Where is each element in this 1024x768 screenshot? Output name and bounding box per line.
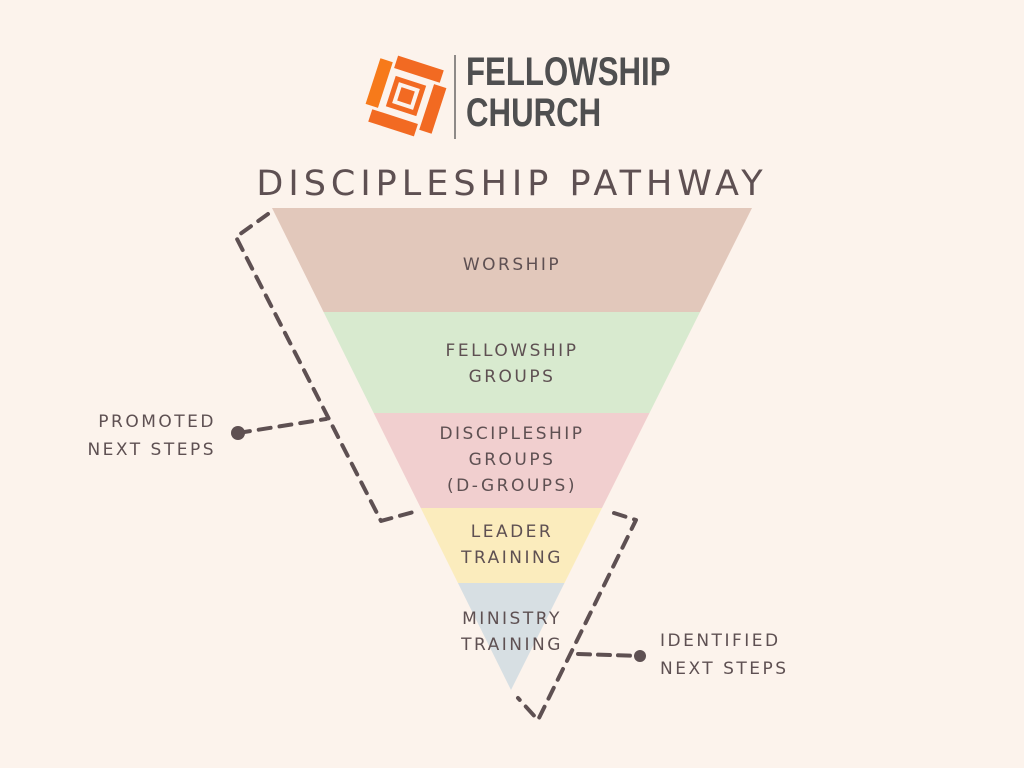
identified-connector — [576, 652, 642, 658]
promoted-connector-dot — [231, 426, 245, 440]
logo-bar-right — [419, 84, 447, 134]
logo-wordmark: FELLOWSHIP CHURCH — [466, 52, 671, 134]
identified-bracket — [516, 511, 638, 722]
tier-label-leader-training: LEADER TRAINING — [461, 519, 563, 571]
tier-label-worship: WORSHIP — [463, 252, 561, 278]
tier-label-discipleship-groups: DISCIPLESHIP GROUPS (D-GROUPS) — [439, 421, 584, 499]
logo-bar-bottom — [368, 109, 418, 137]
tier-label-line: GROUPS — [468, 450, 556, 470]
page-title: DISCIPLESHIP PATHWAY — [256, 164, 768, 204]
logo-line-1: FELLOWSHIP — [466, 50, 671, 94]
promoted-bracket — [234, 212, 419, 523]
logo-divider — [454, 55, 456, 139]
funnel-tier-ministry-training — [457, 583, 565, 690]
promoted-next-steps-label: PROMOTED NEXT STEPS — [60, 408, 216, 464]
funnel-tier-worship — [272, 208, 752, 312]
tier-label-line: FELLOWSHIP — [445, 341, 579, 361]
tier-label-line: (D-GROUPS) — [447, 476, 577, 496]
logo-line-2: CHURCH — [466, 91, 602, 135]
promoted-connector — [236, 417, 328, 435]
callout-line: IDENTIFIED — [660, 631, 781, 651]
funnel-tier-leader-training — [420, 508, 602, 583]
tier-label-fellowship-groups: FELLOWSHIP GROUPS — [446, 338, 579, 390]
identified-connector-dot — [634, 650, 646, 662]
fellowship-church-logo-icon — [365, 55, 447, 137]
tier-label-line: TRAINING — [461, 548, 563, 568]
callout-line: NEXT STEPS — [87, 440, 216, 460]
tier-label-line: MINISTRY — [462, 609, 562, 629]
callout-line: NEXT STEPS — [660, 659, 789, 679]
tier-label-line: TRAINING — [461, 635, 563, 655]
logo-center-square — [397, 87, 415, 105]
callout-line: PROMOTED — [98, 412, 216, 432]
funnel-tier-discipleship-groups — [373, 413, 650, 508]
tier-label-line: WORSHIP — [462, 255, 562, 275]
logo-bar-top — [394, 55, 444, 83]
tier-label-line: LEADER — [470, 522, 554, 542]
identified-next-steps-label: IDENTIFIED NEXT STEPS — [660, 627, 789, 683]
logo-bar-left — [365, 58, 393, 108]
funnel-tier-fellowship-groups — [323, 312, 700, 413]
tier-label-ministry-training: MINISTRY TRAINING — [461, 606, 563, 658]
tier-label-line: GROUPS — [468, 367, 556, 387]
tier-label-line: DISCIPLESHIP — [439, 424, 585, 444]
